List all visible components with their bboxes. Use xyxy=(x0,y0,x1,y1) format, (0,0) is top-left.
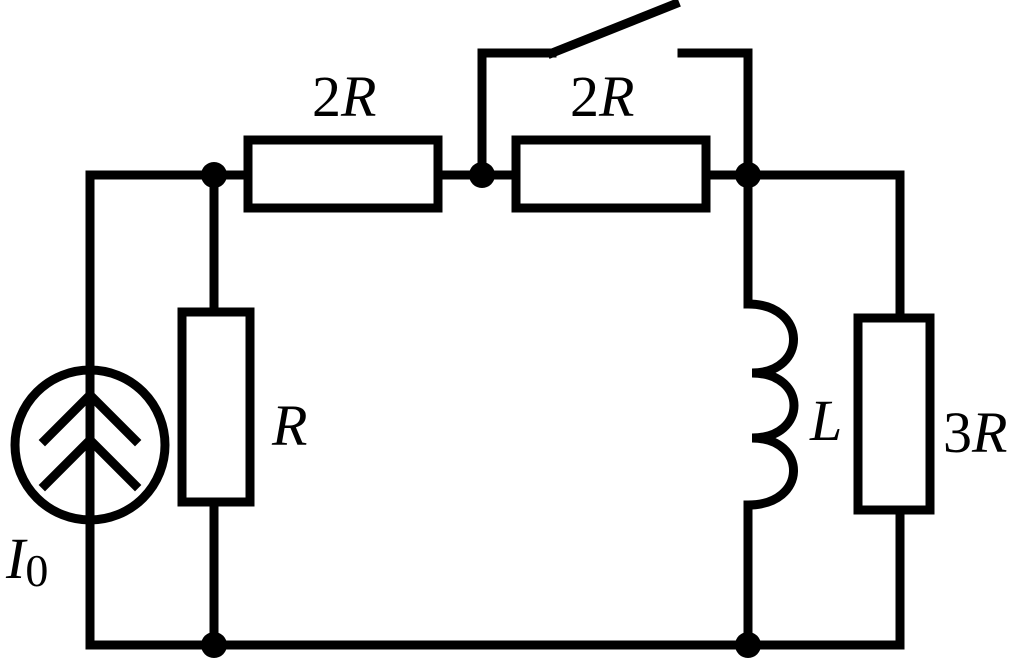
label-resistor-top-left: 2R xyxy=(312,64,376,129)
junction-top-left xyxy=(201,162,227,188)
wires xyxy=(85,48,905,650)
wire-top-right xyxy=(701,170,905,323)
wire-bottom xyxy=(85,505,905,650)
wire-switch-left xyxy=(477,48,557,180)
junction-bottom-left xyxy=(201,632,227,658)
label-current-source: I0 xyxy=(5,526,48,596)
current-source-arrow-lower xyxy=(38,433,142,492)
junction-top-mid xyxy=(469,162,495,188)
label-resistor-top-right: 2R xyxy=(570,64,634,129)
junction-top-right xyxy=(735,162,761,188)
junction-bottom-right xyxy=(735,632,761,658)
current-source xyxy=(10,362,170,530)
inductor-coil xyxy=(743,299,799,510)
wire-top-left xyxy=(85,170,253,372)
label-resistor-left: R xyxy=(271,393,307,458)
label-resistor-right: 3R xyxy=(943,400,1007,465)
resistor-top-right xyxy=(511,135,711,213)
resistor-right xyxy=(853,313,935,515)
resistor-top-left xyxy=(243,135,443,213)
switch-blade xyxy=(546,0,681,59)
resistor-left xyxy=(177,307,255,507)
label-inductor: L xyxy=(809,388,842,453)
current-source-arrow-upper xyxy=(38,388,142,447)
wire-switch-right xyxy=(677,48,753,180)
